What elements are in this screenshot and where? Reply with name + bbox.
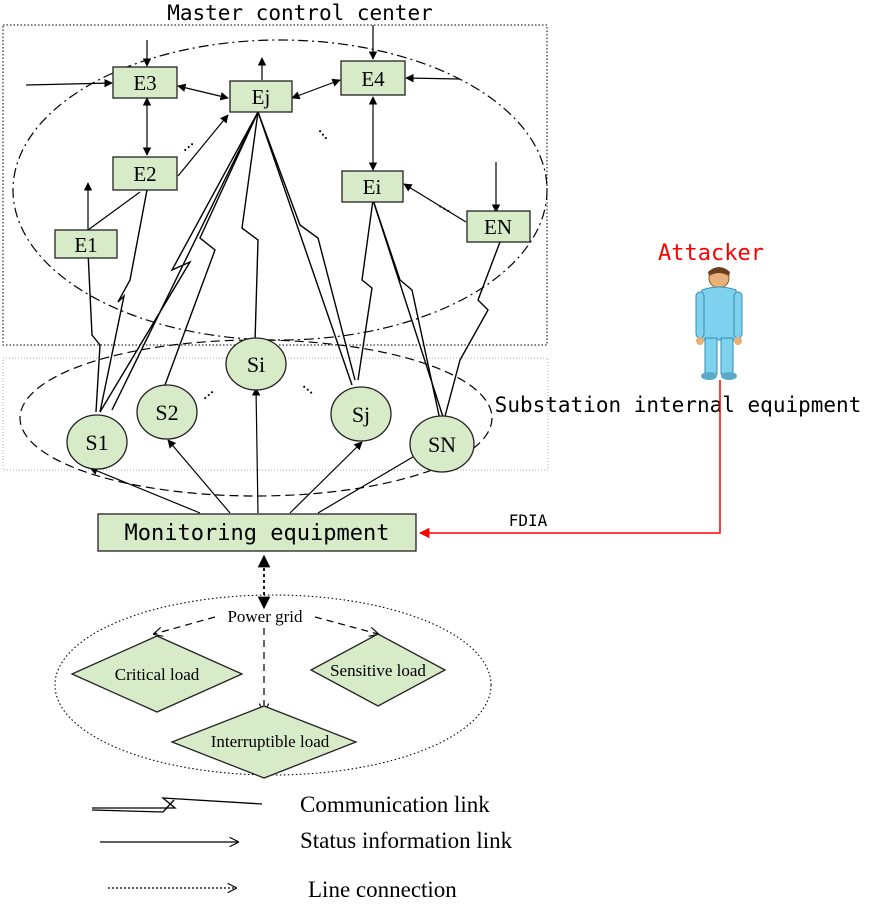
legend-label-status: Status information link xyxy=(300,828,513,853)
attacker-label: Attacker xyxy=(658,241,764,266)
substation-region-border xyxy=(2,357,549,471)
node-sj: Sj xyxy=(330,386,392,442)
svg-text:Sensitive load: Sensitive load xyxy=(330,661,426,680)
svg-text:Interruptible load: Interruptible load xyxy=(211,732,330,751)
svg-text:Si: Si xyxy=(247,352,265,377)
svg-text:E2: E2 xyxy=(133,162,156,186)
ellipsis-dots: ... xyxy=(299,374,322,398)
node-s1: S1 xyxy=(66,414,128,470)
svg-text:E1: E1 xyxy=(74,233,97,257)
svg-text:EN: EN xyxy=(484,215,512,239)
fdia-label: FDIA xyxy=(509,511,548,530)
communication-links xyxy=(87,111,501,421)
master-region-border xyxy=(2,24,548,346)
node-ej: Ej xyxy=(229,80,293,113)
load-sensitive: Sensitive load xyxy=(309,633,447,707)
status-links xyxy=(89,387,429,514)
legend-label-communication: Communication link xyxy=(300,792,490,817)
attacker-icon xyxy=(695,267,743,380)
svg-text:Sj: Sj xyxy=(352,402,370,427)
node-e3: E3 xyxy=(112,66,178,99)
legend-label-line: Line connection xyxy=(308,877,457,902)
svg-text:SN: SN xyxy=(428,432,456,457)
svg-text:Ej: Ej xyxy=(252,85,271,109)
svg-text:S1: S1 xyxy=(85,430,108,455)
grid-links xyxy=(154,616,378,712)
node-e1: E1 xyxy=(54,229,118,259)
monitoring-equipment: Monitoring equipment xyxy=(97,513,417,552)
svg-text:E3: E3 xyxy=(133,71,156,95)
ellipsis-dots: ... xyxy=(194,379,217,403)
ellipsis-dots: ... xyxy=(174,131,197,155)
lightning-line-icon xyxy=(92,797,263,809)
node-si: Si xyxy=(225,337,287,391)
master-ellipse xyxy=(12,39,548,341)
svg-text:S2: S2 xyxy=(155,400,178,425)
svg-text:E4: E4 xyxy=(361,67,385,91)
svg-text:Critical load: Critical load xyxy=(115,665,200,684)
svg-text:Monitoring equipment: Monitoring equipment xyxy=(125,521,390,546)
node-s2: S2 xyxy=(136,384,198,440)
fdia-attack-link xyxy=(418,380,721,539)
svg-text:Ei: Ei xyxy=(363,175,382,199)
node-ei: Ei xyxy=(341,170,404,203)
grid-label: Power grid xyxy=(227,607,303,626)
load-critical: Critical load xyxy=(70,635,244,713)
load-interruptible: Interruptible load xyxy=(170,705,358,779)
substation-title: Substation internal equipment xyxy=(495,393,862,417)
node-sn: SN xyxy=(409,415,475,473)
master-links xyxy=(25,25,501,231)
master-title: Master control center xyxy=(167,1,433,25)
node-e2: E2 xyxy=(112,156,178,191)
node-en: EN xyxy=(466,210,531,243)
ellipsis-dots: ... xyxy=(436,192,458,216)
ellipsis-dots: ... xyxy=(315,120,339,143)
legend: Communication link Status information li… xyxy=(91,792,513,902)
node-e4: E4 xyxy=(340,60,406,96)
